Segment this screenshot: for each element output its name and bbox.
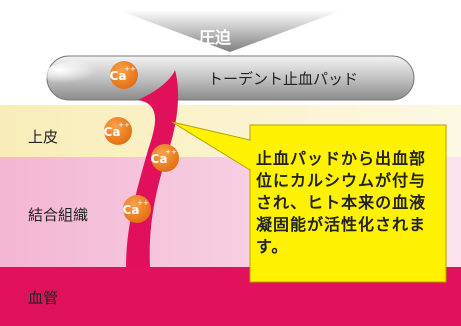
svg-text:++: ++ bbox=[124, 65, 136, 73]
connective-tissue-label: 結合組織 bbox=[28, 206, 89, 224]
callout-box bbox=[249, 124, 447, 283]
svg-text:Ca: Ca bbox=[123, 203, 140, 217]
svg-text:Ca: Ca bbox=[104, 125, 121, 139]
pad-label: トーデント止血パッド bbox=[208, 70, 359, 88]
calcium-ion: Ca ++ bbox=[110, 61, 138, 89]
svg-text:++: ++ bbox=[165, 148, 177, 156]
calcium-ion: Ca ++ bbox=[151, 144, 179, 172]
pressure-arrow bbox=[118, 10, 343, 52]
epidermis-label: 上皮 bbox=[28, 128, 59, 146]
svg-text:Ca: Ca bbox=[151, 152, 168, 166]
blood-vessel-label: 血管 bbox=[28, 289, 59, 307]
pad-highlight bbox=[44, 61, 120, 87]
svg-text:++: ++ bbox=[118, 121, 130, 129]
callout-text: 止血パッドから出血部位にカルシウムが付与され、ヒト本来の血液凝固能が活性化されま… bbox=[256, 149, 427, 256]
svg-text:++: ++ bbox=[137, 199, 149, 207]
calcium-ion: Ca ++ bbox=[123, 195, 151, 223]
calcium-ion: Ca ++ bbox=[104, 117, 132, 145]
pressure-label: 圧迫 bbox=[198, 28, 231, 47]
svg-text:Ca: Ca bbox=[110, 69, 127, 83]
